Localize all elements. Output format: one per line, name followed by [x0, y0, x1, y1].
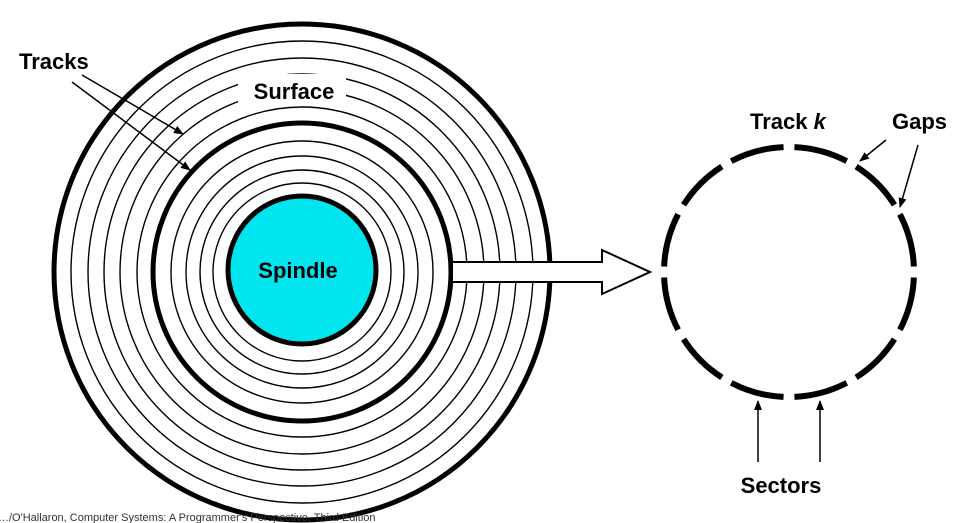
track-ring [199, 169, 405, 375]
sector-arc [661, 277, 681, 332]
sector-arc [681, 337, 724, 380]
gaps-arrow-lower [898, 144, 919, 208]
sector-arc [854, 164, 897, 207]
spindle-label: Spindle [258, 258, 337, 283]
sector-arc [661, 212, 681, 267]
sector-arc [729, 380, 784, 400]
sector-arc [729, 144, 784, 164]
sector-arc [794, 380, 849, 400]
track-ring [185, 155, 419, 389]
sector-arc [897, 277, 917, 332]
sector-arc [681, 164, 724, 207]
gaps-label: Gaps [892, 109, 947, 134]
sector-arc [794, 144, 849, 164]
spindle [225, 193, 379, 347]
sectors-label: Sectors [741, 473, 822, 498]
track-k-prefix: Track [750, 109, 814, 134]
track-ring [170, 140, 434, 404]
surface-label: Surface [254, 79, 335, 104]
tracks-label: Tracks [19, 49, 89, 74]
gaps-arrow-upper [859, 139, 887, 162]
tracks-arrow-outer [81, 74, 184, 135]
sector-arc [897, 212, 917, 267]
footer-credit: …/O'Hallaron, Computer Systems: A Progra… [0, 512, 376, 523]
track-k-variable: k [814, 109, 828, 134]
disk-platter: Surface Spindle [51, 21, 553, 523]
expand-arrow [451, 248, 653, 296]
track-k-detail [661, 144, 917, 400]
surface-label-bg [238, 74, 346, 106]
sector-arc [854, 337, 897, 380]
track-k-label: Track k [750, 109, 828, 134]
track-ring [212, 182, 392, 362]
tracks-arrow-inner [71, 81, 191, 171]
